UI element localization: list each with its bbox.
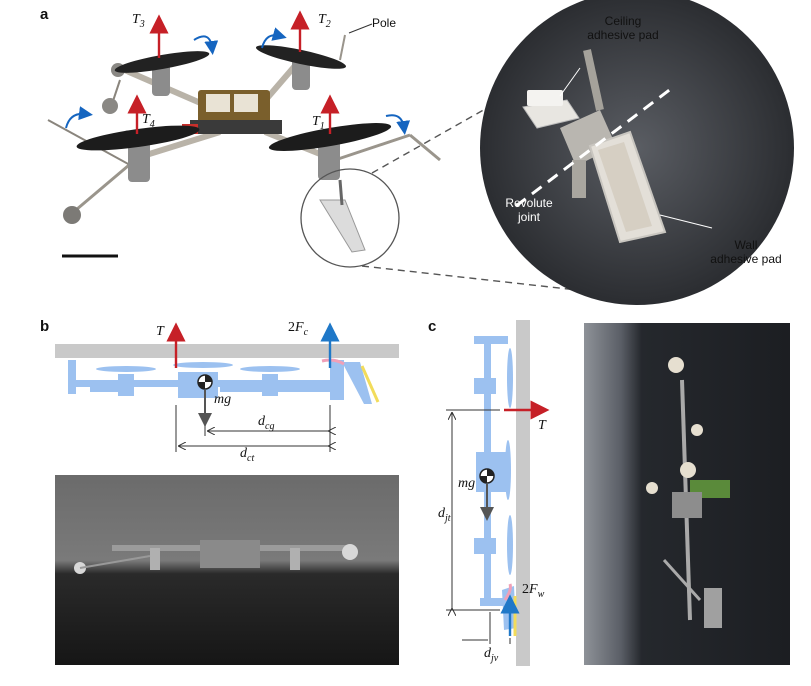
b-dcg-label: dcg [258,414,275,432]
center-of-gravity-symbol [197,374,213,390]
label-t3: T3 [132,12,145,30]
panel-label-c: c [428,318,437,335]
panel-label-b: b [40,318,50,335]
panel-b-photo [55,475,399,665]
drone-illustration [47,34,441,253]
panel-label-a: a [40,6,49,23]
b-dct-label: dct [240,446,255,464]
revolute-joint-label: Revolute joint [505,196,553,224]
ceiling-pad-label: Ceiling adhesive pad [587,14,659,42]
panel-c-photo [584,323,790,665]
b-weight-label: mg [214,392,232,407]
c-thrust-label: T [538,418,546,433]
c-djt-label: djt [438,506,451,524]
zoom-source-circle [300,168,400,268]
center-of-gravity-symbol-c [479,468,495,484]
label-t4: T4 [142,112,155,130]
c-weight-label: mg [458,476,476,491]
b-contact-force-label: 2Fc [288,320,309,338]
dashed-zoom-line [371,107,488,174]
c-djv-label: djv [484,646,499,664]
label-t1: T1 [312,114,325,132]
zoom-detail-circle [480,0,794,305]
c-wall-force-label: 2Fw [522,582,545,600]
curved-rotation-arrow [65,27,411,135]
wall-pad-label: Wall adhesive pad [710,238,782,266]
thrust-arrows-a [127,10,340,134]
pole-label: Pole [372,16,397,30]
b-thrust-label: T [156,324,164,339]
label-t2: T2 [318,12,331,30]
